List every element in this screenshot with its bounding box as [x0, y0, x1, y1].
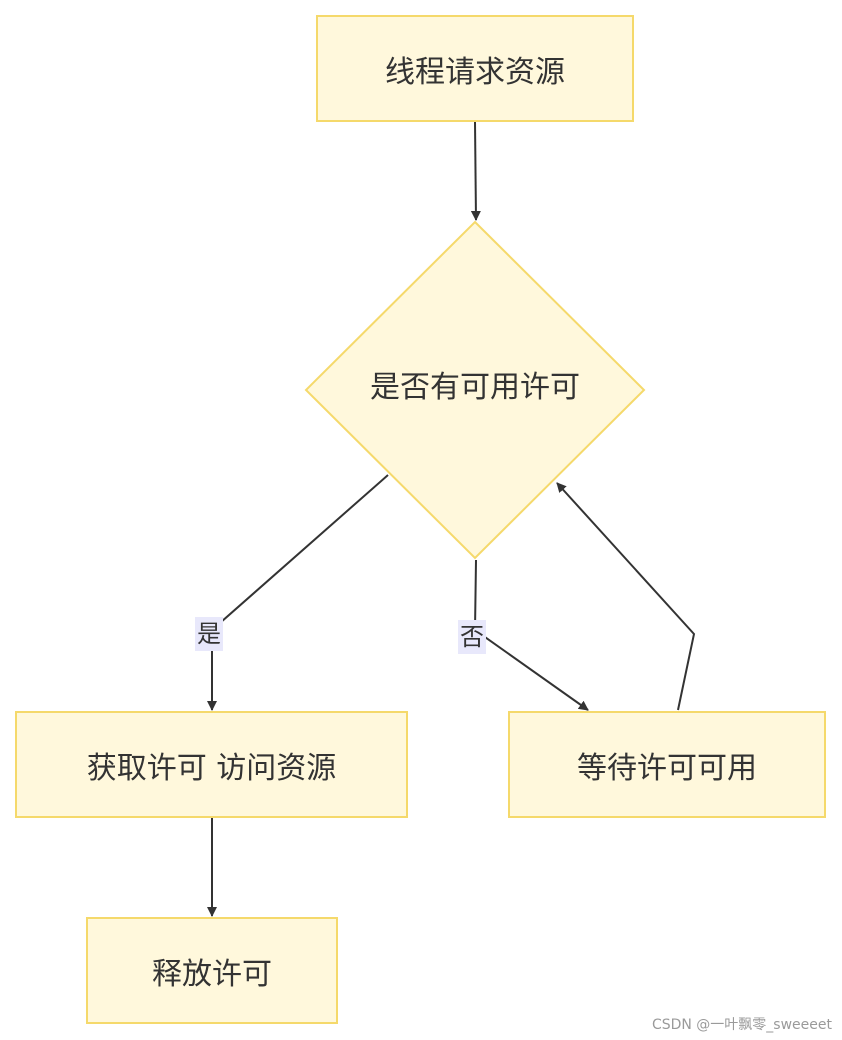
node-decision-label: 是否有可用许可 [370, 370, 580, 405]
edge-yes-label: 是 [195, 617, 223, 651]
watermark: CSDN @一叶飘零_sweeeet [651, 1017, 832, 1033]
node-wait-label: 等待许可可用 [577, 750, 757, 786]
node-release-label: 释放许可 [152, 956, 272, 992]
decision-diamond [304, 220, 646, 560]
edge-no-label: 否 [458, 620, 486, 654]
node-acquire: 获取许可 访问资源 [15, 711, 408, 818]
edge-start-to-decision [470, 121, 481, 221]
node-start-label: 线程请求资源 [385, 54, 565, 90]
node-start: 线程请求资源 [316, 15, 634, 122]
node-release: 释放许可 [86, 917, 338, 1024]
node-wait: 等待许可可用 [508, 711, 826, 818]
edge-no-to-wait [473, 559, 589, 711]
edge-yes-to-acquire [207, 474, 389, 711]
node-acquire-label: 获取许可 访问资源 [86, 750, 337, 786]
edge-wait-to-decision [556, 482, 696, 711]
